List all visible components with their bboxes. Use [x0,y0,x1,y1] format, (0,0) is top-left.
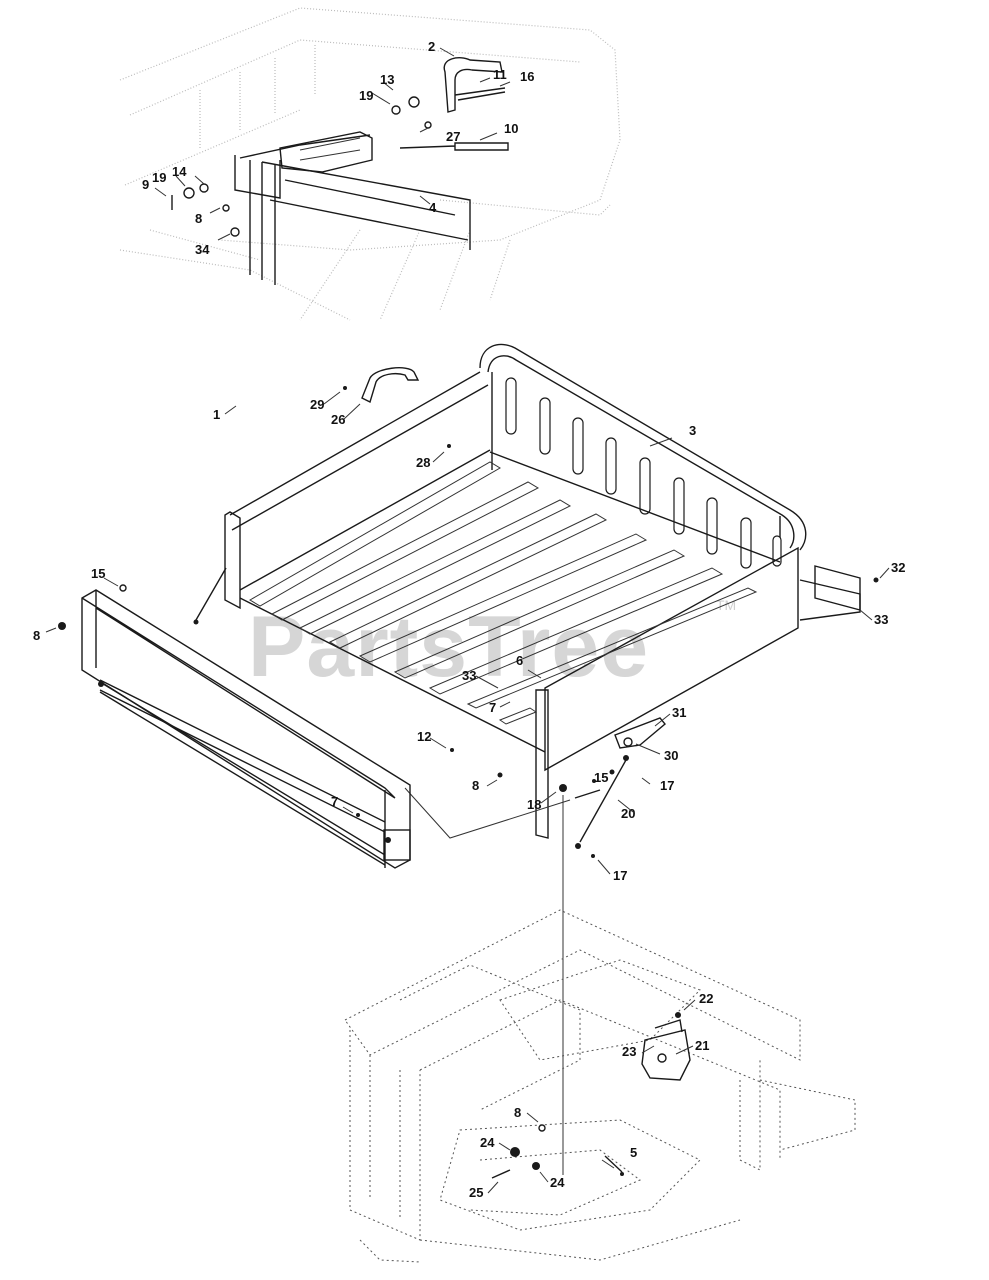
callout-34: 34 [195,242,210,257]
callout-32: 32 [891,560,905,575]
callout-19-right: 19 [359,88,373,103]
watermark-text: PartsTree [248,599,649,695]
callout-8-top: 8 [195,211,202,226]
callouts: 1 2 3 4 5 6 7 7 8 8 8 8 9 10 11 12 13 14… [33,39,905,1200]
callout-8-bed: 8 [472,778,479,793]
callout-20: 20 [621,806,635,821]
callout-7-bed: 7 [489,700,496,715]
leader-lines [45,391,890,1194]
callout-12: 12 [417,729,431,744]
callout-16: 16 [520,69,534,84]
callout-13: 13 [380,72,394,87]
callout-2: 2 [428,39,435,54]
callout-33-bracket: 33 [874,612,888,627]
callout-8-tailgate: 8 [33,628,40,643]
top-assembly-view [119,7,621,321]
callout-17-lower: 17 [613,868,627,883]
callout-4: 4 [429,200,437,215]
callout-15-bed: 15 [594,770,608,785]
callout-10: 10 [504,121,518,136]
callout-24-lower: 24 [550,1175,565,1190]
watermark-trademark: TM [716,597,736,613]
callout-21: 21 [695,1038,709,1053]
callout-28: 28 [416,455,430,470]
callout-5: 5 [630,1145,637,1160]
callout-3: 3 [689,423,696,438]
callout-24-upper: 24 [480,1135,495,1150]
cargo-bed-view [193,343,879,1175]
callout-6: 6 [516,653,523,668]
callout-25: 25 [469,1185,483,1200]
callout-30: 30 [664,748,678,763]
callout-26: 26 [331,412,345,427]
callout-31: 31 [672,705,686,720]
callout-29: 29 [310,397,324,412]
callout-17-upper: 17 [660,778,674,793]
callout-1: 1 [213,407,220,422]
tailgate-view [58,584,411,869]
callout-18: 18 [527,797,541,812]
callout-9: 9 [142,177,149,192]
callout-8-frame: 8 [514,1105,521,1120]
callout-22: 22 [699,991,713,1006]
callout-14: 14 [172,164,187,179]
watermark: PartsTree TM [248,597,736,695]
callout-19-left: 19 [152,170,166,185]
callout-27: 27 [446,129,460,144]
callout-11: 11 [493,67,507,82]
callout-33-bed: 33 [462,668,476,683]
frame-view [344,909,856,1263]
callout-23: 23 [622,1044,636,1059]
callout-7-tailgate: 7 [331,794,338,809]
callout-15-tailgate: 15 [91,566,105,581]
